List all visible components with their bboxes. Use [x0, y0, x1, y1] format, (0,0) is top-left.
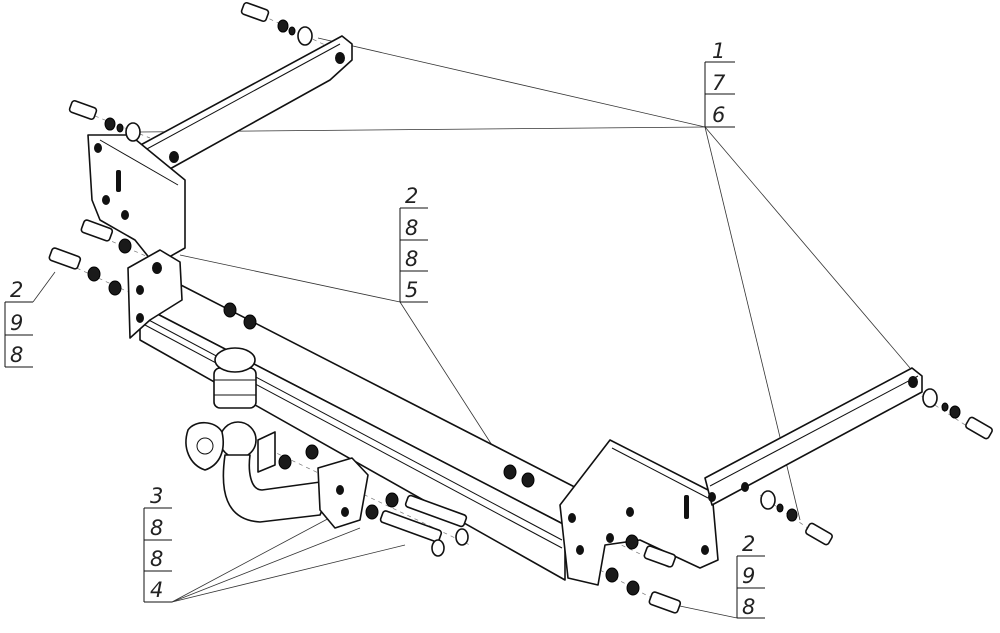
callout-label: 8: [405, 247, 418, 271]
callout-left: 2 9 8: [4, 278, 33, 368]
bolt: [379, 510, 445, 557]
bolt: [760, 490, 833, 546]
callout-label: 2: [742, 532, 755, 556]
nut: [278, 454, 292, 470]
bolt: [404, 494, 469, 546]
callout-label: 2: [405, 184, 418, 208]
bolt: [625, 534, 677, 568]
tow-ball-assembly: [185, 347, 369, 529]
callout-label: 7: [712, 71, 726, 95]
callout-label: 8: [10, 343, 23, 367]
callout-label: 8: [150, 516, 163, 540]
bolt: [80, 219, 132, 254]
bolt: [922, 388, 993, 440]
callout-label: 8: [405, 216, 418, 240]
callout-bottom-right: 2 9 8: [736, 532, 765, 619]
nut: [385, 492, 399, 508]
nut: [503, 464, 517, 480]
callout-top-right: 1 7 6: [704, 39, 735, 128]
callout-label: 1: [712, 39, 725, 63]
callout-label: 5: [405, 278, 418, 302]
bolt: [48, 247, 122, 296]
nut: [365, 504, 379, 520]
bolt: [240, 1, 313, 46]
main-cross-beam: [127, 249, 601, 581]
callout-label: 9: [742, 564, 755, 588]
callout-label: 9: [10, 311, 23, 335]
callout-label: 6: [712, 103, 725, 127]
callout-label: 8: [150, 547, 163, 571]
right-end-plate: [559, 439, 719, 586]
callout-label: 3: [150, 484, 163, 508]
nut: [223, 302, 237, 318]
nut: [521, 472, 535, 488]
nut: [305, 444, 319, 460]
fasteners: [48, 1, 993, 614]
nut: [243, 314, 257, 330]
callout-label: 4: [150, 578, 163, 602]
bolt: [605, 567, 682, 614]
callout-label: 8: [742, 595, 755, 619]
leader-lines: [32, 37, 911, 619]
callout-center: 2 8 8 5: [399, 184, 428, 303]
left-side-bracket: [87, 35, 353, 266]
right-side-bracket: [704, 367, 923, 506]
bolt: [68, 99, 141, 142]
callout-label: 2: [10, 278, 23, 302]
callout-bottom-left: 3 8 8 4: [143, 484, 172, 603]
